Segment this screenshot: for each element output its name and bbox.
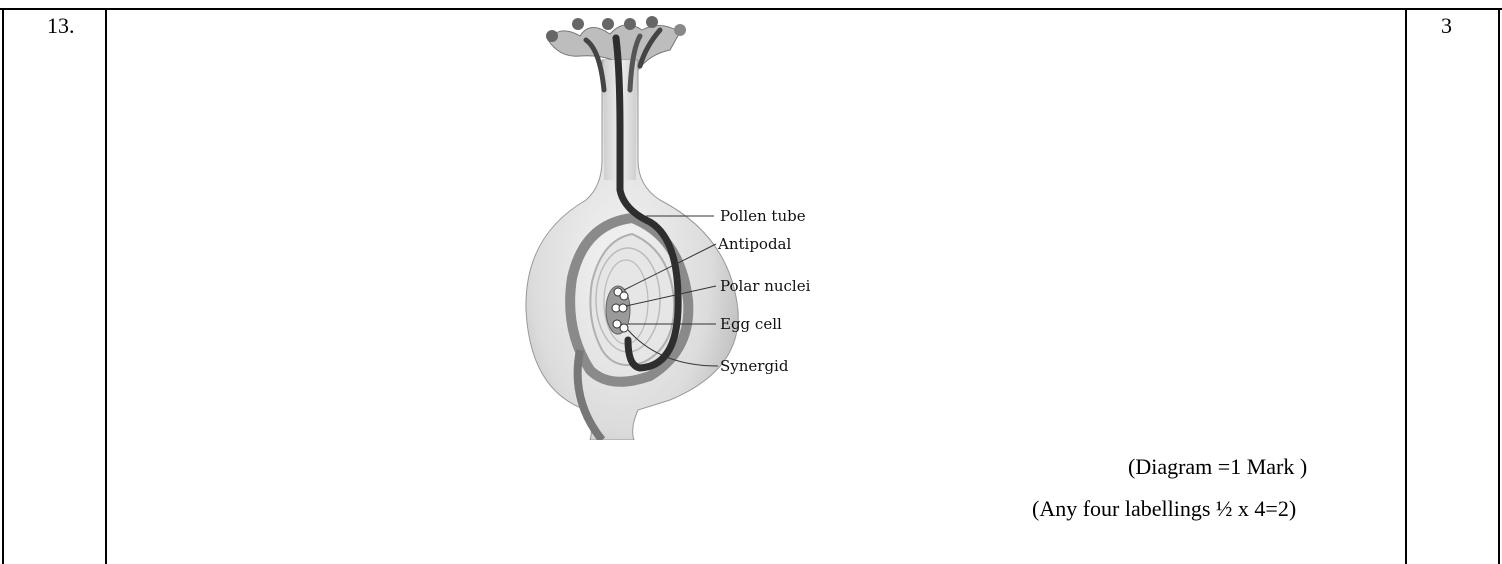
diagram-mark-note: (Diagram =1 Mark ) [1128,455,1307,479]
label-polar-nuclei: Polar nuclei [720,277,811,295]
question-number: 13. [47,14,75,38]
label-synergid: Synergid [720,357,789,375]
table-left-border [2,8,4,564]
label-antipodal: Antipodal [717,235,791,253]
column-divider-2 [1405,8,1407,564]
marks-value: 3 [1441,14,1452,38]
label-egg-cell: Egg cell [720,315,782,333]
embryo-sac-diagram: Pollen tube Antipodal Polar nuclei Egg c… [520,10,850,440]
column-divider-1 [105,8,107,564]
table-right-border [1498,8,1500,564]
label-pollen-tube: Pollen tube [720,207,806,225]
labelling-mark-note: (Any four labellings ½ x 4=2) [1032,497,1296,521]
